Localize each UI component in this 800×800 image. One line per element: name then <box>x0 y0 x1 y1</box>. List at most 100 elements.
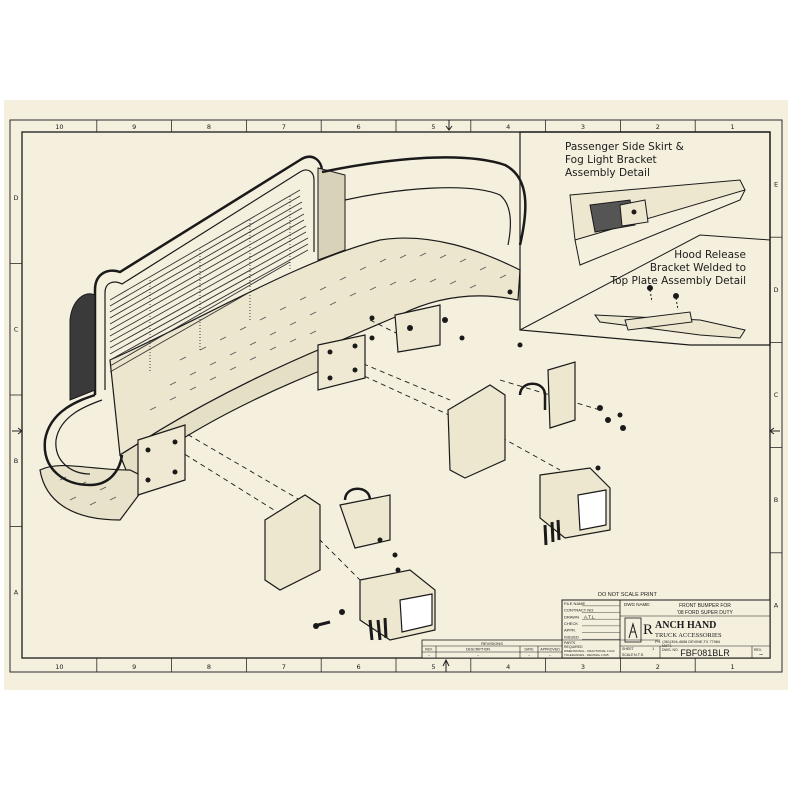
zone-number-bottom: 3 <box>581 663 585 671</box>
rev-value: ~ <box>759 652 763 659</box>
passenger-skirt-detail <box>569 179 746 266</box>
diamond-texture <box>59 252 507 506</box>
zone-letter-right: D <box>773 286 778 294</box>
detail-callout-box <box>519 131 771 346</box>
zone-number-top: 7 <box>282 123 286 131</box>
grille-frame-inner <box>104 169 315 390</box>
top-tube-rail <box>321 156 527 246</box>
zone-number-top: 10 <box>55 123 63 131</box>
hood-detail-line-3: Top Plate Assembly Detail <box>609 275 746 287</box>
dwg-name-line-2: '08 FORD SUPER DUTY <box>677 610 733 616</box>
company-initial: R <box>643 622 653 638</box>
passenger-detail-line-1: Passenger Side Skirt & <box>565 141 684 153</box>
grille-mesh <box>109 189 309 373</box>
parts-label: PARTS <box>564 641 576 645</box>
zone-number-top: 5 <box>431 123 435 131</box>
rev-row-description: ~ <box>477 653 480 658</box>
rev-row-rev: ~ <box>428 653 431 658</box>
dwg-name-label: DWG NAME: <box>624 602 651 607</box>
receiver-bracket-left <box>264 494 321 591</box>
center-mark-right <box>769 427 780 435</box>
bolt-shanks <box>317 519 561 641</box>
zone-letter-right: C <box>774 391 779 399</box>
rev-row-date: ~ <box>528 653 531 658</box>
rev-header-rev: REV. <box>425 648 433 652</box>
rev-row-approved: ~ <box>549 653 552 658</box>
zone-number-top: 3 <box>581 123 585 131</box>
rev-header-description: DESCRIPTION <box>466 648 490 652</box>
zone-number-bottom: 8 <box>207 663 211 671</box>
title-field-label: CONTRACT NO. <box>564 608 594 613</box>
grille-frame <box>93 155 324 395</box>
zone-number-top: 2 <box>656 123 660 131</box>
rev-header-date: DATE <box>524 648 534 652</box>
title-field-label: FILE NAME <box>564 601 585 606</box>
scale-label: SCALE <box>622 653 634 657</box>
tolerance-fractional: DIMENSIONAL - FRACTIONAL ±.010 <box>564 649 615 653</box>
zone-letter-right: B <box>774 496 778 504</box>
do-not-scale-note: DO NOT SCALE PRINT <box>598 592 658 598</box>
zone-letter-left: B <box>14 457 18 465</box>
left-loop-tube-inner <box>55 399 103 475</box>
zone-number-top: 8 <box>207 123 211 131</box>
rev-label: REV. <box>754 648 762 652</box>
sheet-label: SHEET <box>622 647 635 651</box>
zone-number-bottom: 7 <box>282 663 286 671</box>
receiver-bracket-right <box>447 384 506 479</box>
company-contact: PH. (361)394-4656 DEVINE,TX 77984 <box>655 640 720 644</box>
zone-letter-left: A <box>14 588 19 596</box>
passenger-detail-line-2: Fog Light Bracket <box>565 154 657 166</box>
zone-number-bottom: 2 <box>656 663 660 671</box>
company-subtitle: TRUCK ACCESSORIES <box>655 632 722 639</box>
shackle-mount-right <box>547 361 576 429</box>
title-field-value: A.T.L. <box>584 614 596 619</box>
zone-letter-right: E <box>774 181 778 189</box>
zone-number-top: 6 <box>357 123 361 131</box>
dwg-no-label: DWG. NO. <box>662 648 679 652</box>
title-field-label: ISSUED <box>564 634 579 639</box>
title-field-label: APPR. <box>564 628 576 633</box>
passenger-detail-line-3: Assembly Detail <box>565 167 650 179</box>
matl-label: MAT'L <box>662 644 672 648</box>
revisions-table <box>421 639 563 659</box>
zone-letter-right: A <box>774 601 779 609</box>
zone-number-top: 9 <box>132 123 136 131</box>
zone-number-bottom: 9 <box>132 663 136 671</box>
title-block: DO NOT SCALE PRINT FILE NAME CONTRACT NO.… <box>421 592 771 659</box>
cowboy-logo-icon <box>628 622 638 639</box>
title-field-label: DRAWN <box>564 614 579 619</box>
hood-detail-line-2: Bracket Welded to <box>650 262 746 274</box>
fastener-group <box>145 289 626 629</box>
center-mark-top <box>445 120 453 131</box>
title-block-frame <box>561 599 771 659</box>
left-dark-mesh <box>69 293 96 401</box>
zone-number-bottom: 4 <box>506 663 510 671</box>
zone-number-bottom: 5 <box>431 663 435 671</box>
receiver-opening-left <box>399 593 433 633</box>
center-mark-left <box>12 427 23 435</box>
top-tube-rail-inner <box>344 187 511 246</box>
left-loop-tube <box>43 393 124 487</box>
rev-header-approved: APPROVED <box>540 648 560 652</box>
receiver-opening-right <box>577 489 607 531</box>
parts-required: REQUIRED <box>564 645 583 649</box>
zone-letter-left: D <box>13 194 18 202</box>
sheet-value: 1 <box>652 646 655 651</box>
zone-number-top: 4 <box>506 123 510 131</box>
hood-detail-line-1: Hood Release <box>674 249 746 261</box>
d-ring-right <box>518 382 547 410</box>
logo-box <box>624 617 642 643</box>
side-mesh-panel <box>317 167 346 261</box>
scale-value: N.T.S. <box>634 653 644 657</box>
hood-bracket-detail <box>593 285 746 339</box>
zone-number-bottom: 10 <box>55 663 63 671</box>
dwg-number: FBF081BLR <box>680 648 730 658</box>
hood-bracket <box>394 304 441 353</box>
title-field-label: CHECK <box>564 621 578 626</box>
shackle-mount-left <box>339 494 391 549</box>
center-mark-bottom <box>442 658 450 672</box>
tolerance-decimal: TOLERANCES - DECIMAL ±.005 <box>564 653 609 657</box>
